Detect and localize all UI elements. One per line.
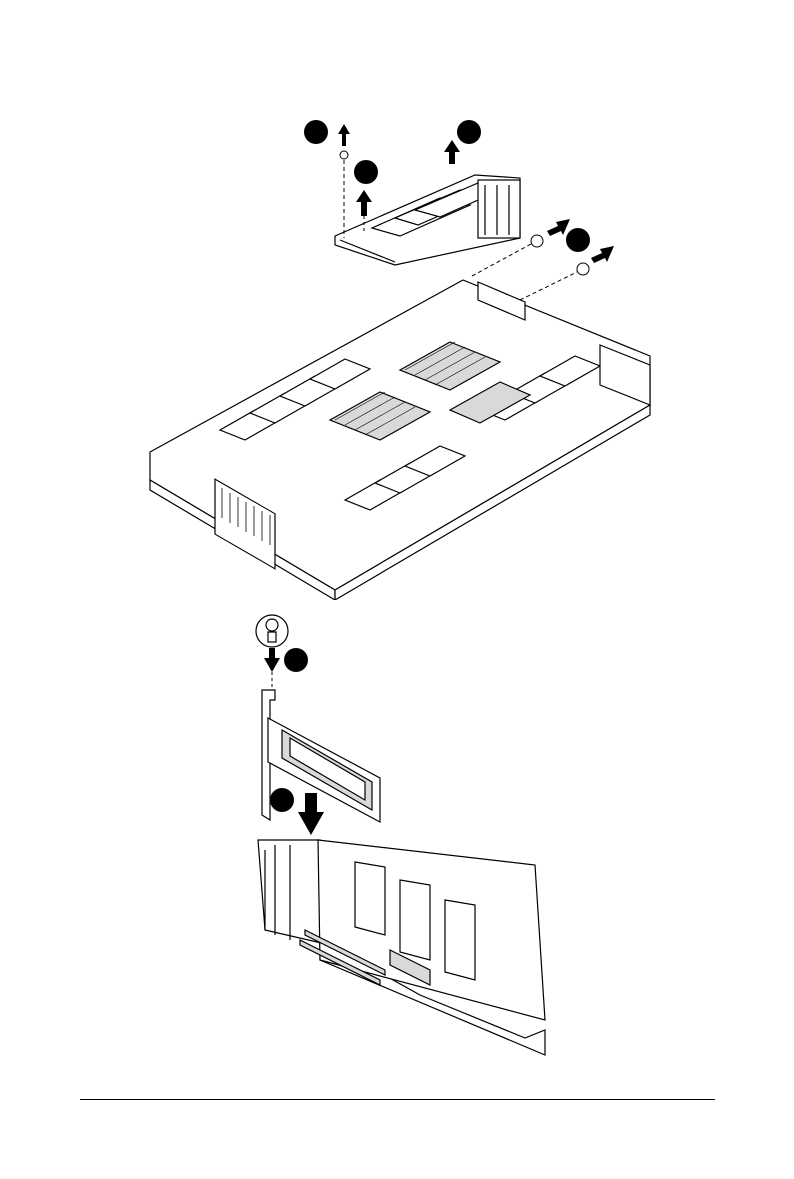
top-illustration <box>0 0 794 600</box>
step-badge <box>304 120 328 144</box>
insert-arrow-icon <box>298 793 324 835</box>
bottom-illustration <box>0 600 794 1060</box>
step-badge <box>354 160 378 184</box>
server-chassis-icon <box>150 280 650 600</box>
riser-bracket-icon <box>335 175 520 265</box>
step-badge <box>566 228 590 252</box>
riser-cage-icon <box>258 840 545 1055</box>
step-badge <box>284 648 308 672</box>
footer-rule <box>80 1099 715 1100</box>
insert-arrow-icon <box>264 648 280 672</box>
step-badge <box>270 788 294 812</box>
step-badge <box>457 120 481 144</box>
screw-icon <box>256 615 288 647</box>
screw-icon <box>340 151 348 238</box>
